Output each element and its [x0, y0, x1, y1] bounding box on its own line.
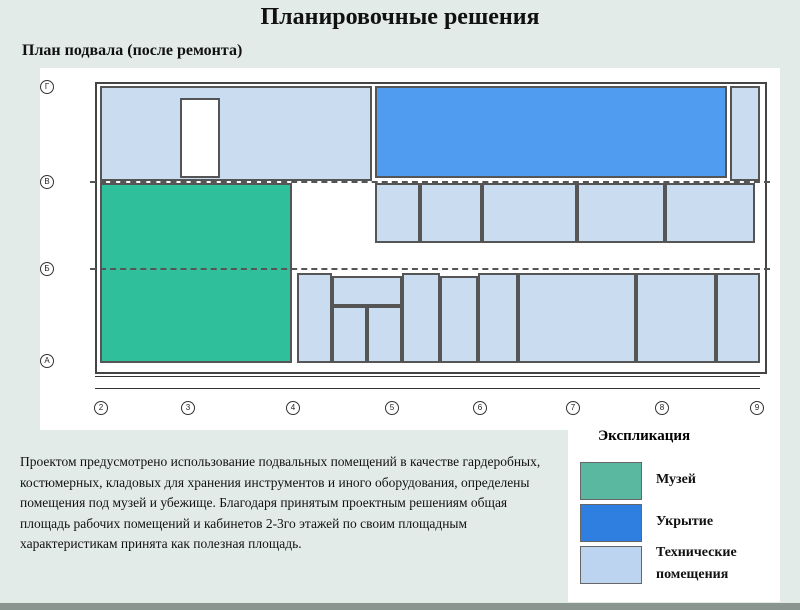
column-axis-label: 8: [655, 401, 669, 415]
row-axis-label: В: [40, 175, 54, 189]
legend-title: Экспликация: [598, 428, 691, 444]
column-axis-label: 6: [473, 401, 487, 415]
technical-room: [332, 306, 367, 363]
technical-room: [297, 273, 332, 363]
technical-room: [420, 183, 482, 243]
description-text: Проектом предусмотрено использование под…: [20, 454, 541, 551]
legend-swatch-shelter: [580, 504, 642, 542]
plan-subtitle: План подвала (после ремонта): [22, 42, 243, 59]
legend: Экспликация Музей Укрытие Технические по…: [568, 424, 780, 602]
grid-line: [90, 268, 770, 270]
legend-swatch-technical: [580, 546, 642, 584]
legend-swatch-museum: [580, 462, 642, 500]
technical-room: [402, 273, 440, 363]
staircase-right: [730, 86, 760, 181]
technical-room: [367, 306, 402, 363]
slide-title: Планировочные решения: [260, 4, 540, 30]
column-axis-label: 9: [750, 401, 764, 415]
technical-room: [478, 273, 518, 363]
legend-label-museum: Музей: [656, 472, 696, 487]
dimension-line: [95, 376, 760, 377]
column-axis-label: 5: [385, 401, 399, 415]
technical-room: [518, 273, 636, 363]
basement-floor-plan: Г В Б А 2 3 4 5 6 7 8 9: [40, 68, 780, 430]
staircase: [180, 98, 220, 178]
column-axis-label: 3: [181, 401, 195, 415]
technical-room: [716, 273, 760, 363]
technical-room: [332, 276, 402, 306]
row-axis-label: Г: [40, 80, 54, 94]
column-axis-label: 2: [94, 401, 108, 415]
technical-room: [482, 183, 577, 243]
column-axis-label: 7: [566, 401, 580, 415]
legend-label-shelter: Укрытие: [656, 514, 714, 529]
technical-room: [636, 273, 716, 363]
technical-room-top-left: [100, 86, 372, 181]
row-axis-label: А: [40, 354, 54, 368]
bottom-bar: [0, 603, 800, 610]
technical-room: [440, 276, 478, 363]
grid-line: [90, 181, 770, 183]
dimension-line: [95, 388, 760, 389]
legend-label-technical: Технические помещения: [656, 545, 737, 582]
row-axis-label: Б: [40, 262, 54, 276]
outer-wall: [95, 82, 767, 374]
museum-area: [100, 183, 292, 363]
technical-room: [665, 183, 755, 243]
technical-room: [577, 183, 665, 243]
technical-room: [375, 183, 420, 243]
column-axis-label: 4: [286, 401, 300, 415]
shelter-area: [375, 86, 727, 178]
